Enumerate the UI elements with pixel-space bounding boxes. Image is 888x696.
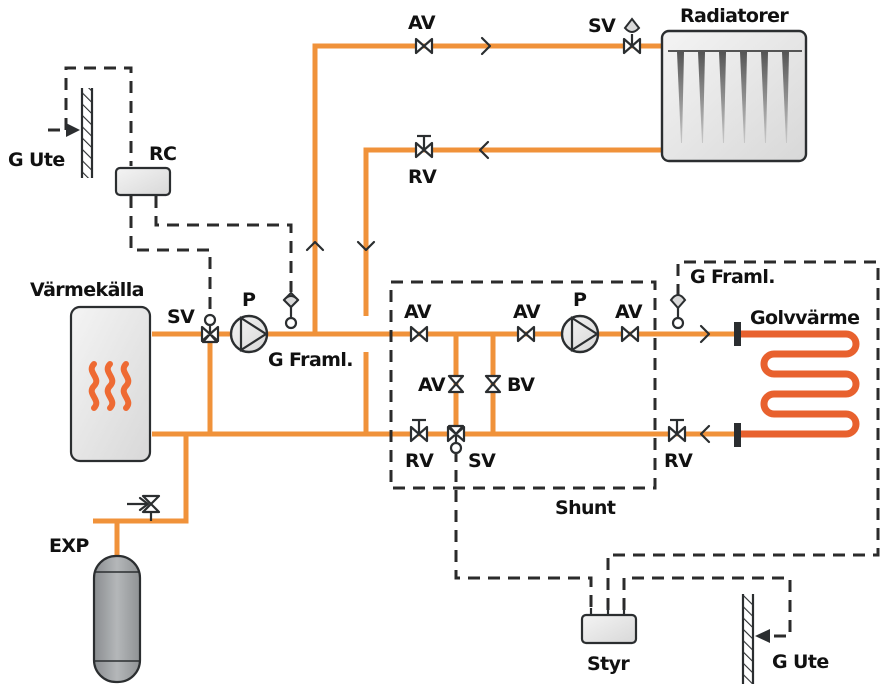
valve-label: AV xyxy=(404,301,432,323)
heat-source[interactable]: Värmekälla xyxy=(30,279,152,463)
heat-waves-icon xyxy=(88,361,132,411)
supply-sensor-main[interactable]: G Framl. xyxy=(268,291,354,371)
valve-label: SV xyxy=(167,306,195,328)
wire-rc-to-sv xyxy=(129,196,212,312)
main-pump[interactable]: P xyxy=(229,289,269,354)
valve-shunt-supply-av1[interactable]: AV xyxy=(404,301,432,343)
valve-shunt-supply-av2[interactable]: AV xyxy=(513,301,541,343)
valve-shunt-bypass-bv[interactable]: BV xyxy=(484,374,536,396)
valve-main-mixing-sv[interactable]: SV xyxy=(167,306,220,344)
pipe-radiator-supply xyxy=(312,43,662,334)
expansion-tank[interactable]: EXP xyxy=(49,535,142,684)
flow-arrows xyxy=(305,36,711,444)
arrow-icon xyxy=(755,629,770,643)
heat-source-label: Värmekälla xyxy=(30,279,144,301)
controller-label: Styr xyxy=(587,653,630,675)
expansion-tank-label: EXP xyxy=(49,535,89,557)
outdoor-sensor-right-label: G Ute xyxy=(772,651,829,673)
radiator-icon xyxy=(660,29,808,163)
valve-label: AV xyxy=(615,301,643,323)
valve-shunt-mixing-sv[interactable]: SV xyxy=(446,424,497,472)
supply-sensor-floor-label: G Framl. xyxy=(690,266,775,288)
wire-outdoor-sensor-left xyxy=(64,66,133,166)
flow-arrow-icon xyxy=(478,140,490,160)
shunt-pump[interactable]: P xyxy=(560,289,600,354)
valve-floor-return-rv[interactable]: RV xyxy=(664,418,694,472)
pump-icon xyxy=(239,315,269,353)
supply-sensor-floor[interactable]: G Framl. xyxy=(669,266,776,330)
pipe-radiator-return xyxy=(363,147,662,316)
flow-arrow-icon xyxy=(305,240,325,252)
shunt-group-box xyxy=(389,280,657,490)
shunt-pump-label: P xyxy=(573,289,587,311)
shunt-group-label: Shunt xyxy=(555,497,616,519)
valve-shunt-bypass-av[interactable]: AV xyxy=(418,374,465,396)
valve-radiator-return-rv[interactable]: RV xyxy=(408,134,438,188)
valve-label: SV xyxy=(468,450,496,472)
valve-shunt-return-rv[interactable]: RV xyxy=(405,418,435,472)
flow-arrow-icon xyxy=(699,424,711,444)
valve-radiator-supply-av[interactable]: AV xyxy=(408,12,436,55)
valve-label: RV xyxy=(408,166,437,188)
room-controller[interactable]: RC xyxy=(114,143,177,197)
expansion-tank-icon xyxy=(92,554,142,684)
wire-floor-sensor-to-controller xyxy=(606,260,880,610)
flow-arrow-icon xyxy=(480,36,492,56)
valve-label: AV xyxy=(408,12,436,34)
valve-radiator-supply-sv[interactable]: SV xyxy=(588,15,642,55)
arrow-icon xyxy=(66,123,80,137)
valve-shunt-supply-av3[interactable]: AV xyxy=(615,301,643,343)
valve-label: AV xyxy=(513,301,541,323)
pipe-expansion xyxy=(93,434,189,524)
wire-rc-to-supply-sensor xyxy=(154,196,293,292)
flow-arrow-icon xyxy=(699,324,711,344)
wire-shunt-sv-to-controller xyxy=(454,450,593,610)
floor-heating-label: Golvvärme xyxy=(750,307,859,329)
pump-icon xyxy=(570,315,600,353)
radiator-label: Radiatorer xyxy=(680,5,789,27)
main-pump-label: P xyxy=(242,289,256,311)
outdoor-sensor-left-label: G Ute xyxy=(8,149,65,171)
pipe-network xyxy=(93,43,680,556)
room-controller-label: RC xyxy=(149,143,176,165)
flow-arrow-icon xyxy=(356,240,376,252)
valve-label: RV xyxy=(664,450,693,472)
controller[interactable]: Styr xyxy=(580,608,638,675)
valve-label: BV xyxy=(507,374,535,396)
wire-outdoor-sensor-right xyxy=(622,576,792,638)
valve-label: RV xyxy=(405,450,434,472)
floor-return-manifold xyxy=(734,423,741,447)
valve-label: SV xyxy=(588,15,616,37)
supply-sensor-main-label: G Framl. xyxy=(268,349,353,371)
control-wiring xyxy=(48,66,880,638)
outdoor-sensor-left[interactable]: G Ute xyxy=(8,88,94,178)
floor-supply-manifold xyxy=(734,322,741,346)
radiator[interactable]: Radiatorer xyxy=(660,5,808,163)
safety-valve-icon[interactable] xyxy=(127,494,161,521)
valve-label: AV xyxy=(418,374,446,396)
floor-heating-coil-icon xyxy=(740,330,860,438)
floor-heating[interactable]: Golvvärme xyxy=(734,307,860,447)
outdoor-sensor-right[interactable]: G Ute xyxy=(741,594,829,684)
